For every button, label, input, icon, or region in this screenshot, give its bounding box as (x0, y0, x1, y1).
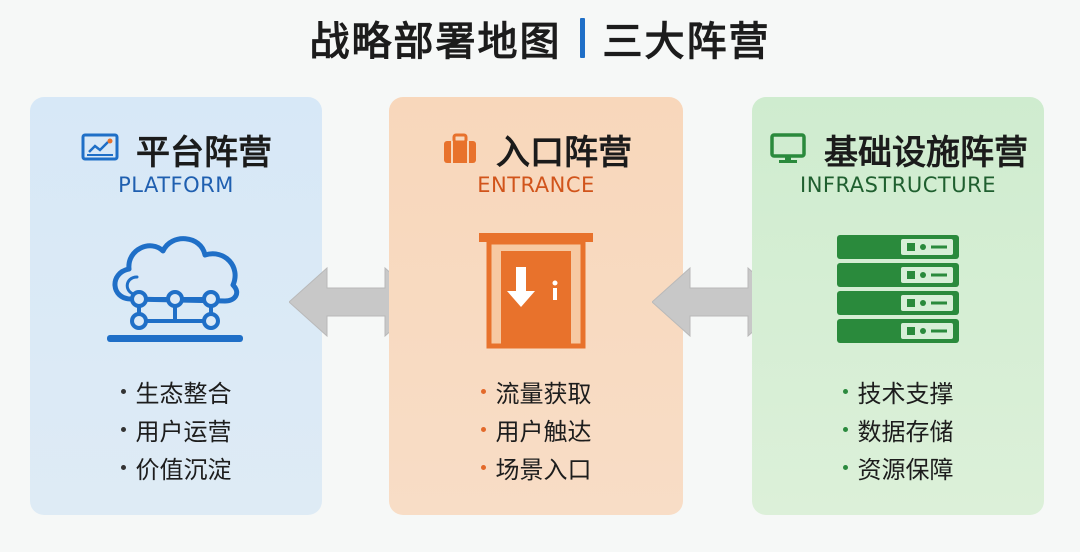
list-item: 流量获取 (389, 372, 683, 410)
briefcase-icon (440, 132, 480, 166)
chart-monitor-icon (80, 132, 120, 166)
entrance-subtitle: ENTRANCE (477, 173, 595, 197)
door-entrance-icon (389, 229, 683, 349)
bullet-dot (480, 426, 486, 432)
platform-header: 平台阵营 (30, 127, 322, 173)
infrastructure-subtitle: INFRASTRUCTURE (800, 173, 996, 197)
list-item: 数据存储 (752, 410, 1044, 448)
platform-list: 生态整合 用户运营 价值沉淀 (30, 372, 322, 486)
list-item: 用户触达 (389, 410, 683, 448)
server-stack-icon (752, 229, 1044, 349)
title-right: 三大阵营 (602, 19, 771, 65)
list-item: 生态整合 (30, 372, 322, 410)
platform-subtitle: PLATFORM (118, 173, 234, 197)
infrastructure-panel: 基础设施阵营 INFRASTRUCTURE (752, 97, 1044, 515)
entrance-name: 入口阵营 (496, 132, 632, 173)
list-item: 技术支撑 (752, 372, 1044, 410)
cloud-network-icon (30, 229, 322, 349)
monitor-icon (768, 132, 808, 166)
entrance-list: 流量获取 用户触达 场景入口 (389, 372, 683, 486)
bullet-dot (842, 388, 848, 394)
list-item: 资源保障 (752, 448, 1044, 486)
bullet-dot (120, 426, 126, 432)
list-item: 价值沉淀 (30, 448, 322, 486)
infrastructure-list: 技术支撑 数据存储 资源保障 (752, 372, 1044, 486)
bullet-dot (480, 464, 486, 470)
entrance-panel: 入口阵营 ENTRANCE 流量获取 用户触达 场景入口 (389, 97, 683, 515)
list-item: 用户运营 (30, 410, 322, 448)
platform-panel: 平台阵营 PLATFORM 生态整合 用户运营 价值沉淀 (30, 97, 322, 515)
entrance-header: 入口阵营 (389, 127, 683, 173)
page-title: 战略部署地图 三大阵营 (0, 8, 1080, 68)
title-divider (579, 18, 585, 58)
bullet-dot (120, 464, 126, 470)
infrastructure-name: 基础设施阵营 (824, 132, 1028, 173)
bullet-dot (842, 426, 848, 432)
list-item: 场景入口 (389, 448, 683, 486)
bullet-dot (480, 388, 486, 394)
bullet-dot (120, 388, 126, 394)
platform-name: 平台阵营 (136, 132, 272, 173)
infrastructure-header: 基础设施阵营 (752, 127, 1044, 173)
title-left: 战略部署地图 (309, 19, 562, 65)
bullet-dot (842, 464, 848, 470)
